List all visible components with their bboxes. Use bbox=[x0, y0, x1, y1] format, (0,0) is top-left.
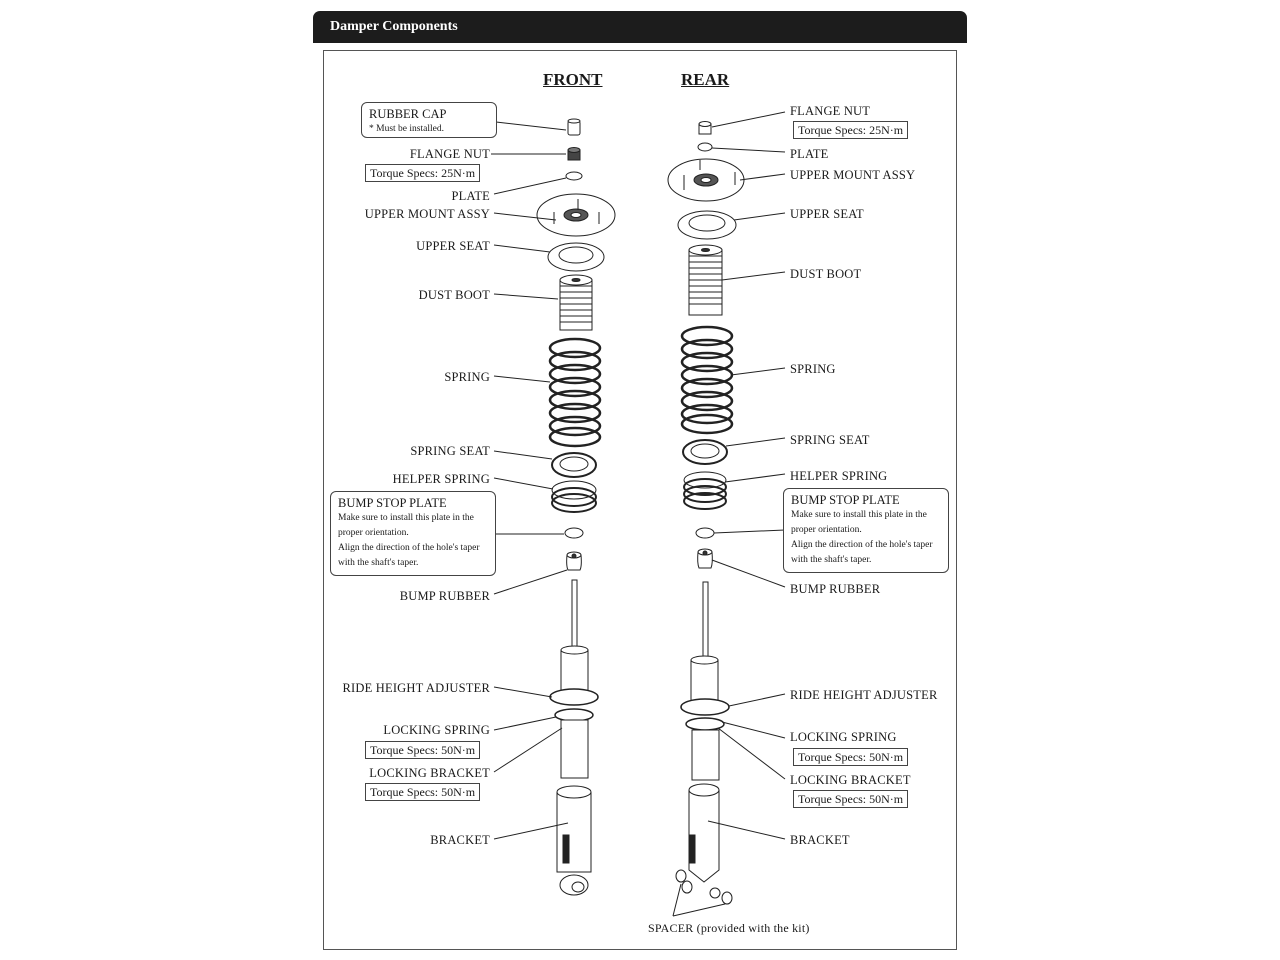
front-helper-spring-label: HELPER SPRING bbox=[392, 472, 490, 486]
rear-plate bbox=[697, 142, 713, 152]
front-heading: FRONT bbox=[543, 70, 603, 89]
rear-bump-stop-title: BUMP STOP PLATE bbox=[791, 493, 900, 507]
front-ride-height-label: RIDE HEIGHT ADJUSTER bbox=[342, 681, 490, 695]
front-flange-nut-label: FLANGE NUT bbox=[409, 147, 490, 161]
rear-dust-boot-label: DUST BOOT bbox=[790, 267, 862, 281]
front-flange-nut bbox=[567, 147, 581, 161]
front-rubber-cap-callout: RUBBER CAP * Must be installed. bbox=[361, 102, 497, 138]
front-bump-stop-line3: Align the direction of the hole's taper bbox=[338, 543, 480, 553]
section-title: Damper Components bbox=[330, 19, 458, 34]
front-dust-boot bbox=[559, 274, 593, 331]
front-upper-seat bbox=[547, 242, 605, 272]
rear-spacers bbox=[675, 869, 733, 905]
front-flange-nut-torque: Torque Specs: 25N·m bbox=[365, 164, 481, 182]
rear-bracket-label: BRACKET bbox=[790, 833, 850, 847]
front-bracket bbox=[556, 785, 592, 896]
rear-spring-seat-label: SPRING SEAT bbox=[790, 433, 870, 447]
front-bump-rubber-label: BUMP RUBBER bbox=[399, 589, 490, 603]
rear-locking-spring-label: LOCKING SPRING bbox=[790, 730, 897, 744]
rear-spring-label: SPRING bbox=[790, 362, 836, 376]
rear-locking-spring-torque: Torque Specs: 50N·m bbox=[793, 748, 909, 766]
front-bump-stop-plate bbox=[564, 527, 584, 539]
front-bump-stop-callout: BUMP STOP PLATE Make sure to install thi… bbox=[330, 491, 496, 576]
rear-spring bbox=[680, 325, 734, 435]
front-plate-label: PLATE bbox=[451, 189, 490, 203]
rear-damper-body bbox=[680, 581, 730, 781]
front-leader-lines bbox=[491, 121, 569, 840]
front-locking-bracket-torque: Torque Specs: 50N·m bbox=[365, 783, 481, 801]
rear-bump-stop-line3: Align the direction of the hole's taper bbox=[791, 540, 933, 550]
rear-upper-seat-label: UPPER SEAT bbox=[790, 207, 864, 221]
front-locking-spring-label: LOCKING SPRING bbox=[383, 723, 490, 737]
front-upper-seat-label: UPPER SEAT bbox=[416, 239, 490, 253]
front-locking-spring-torque: Torque Specs: 50N·m bbox=[365, 741, 481, 759]
front-bump-stop-title: BUMP STOP PLATE bbox=[338, 496, 447, 510]
rear-bump-stop-line2: proper orientation. bbox=[791, 525, 862, 535]
rear-upper-mount-label: UPPER MOUNT ASSY bbox=[790, 168, 916, 182]
rear-locking-bracket-torque: Torque Specs: 50N·m bbox=[793, 790, 909, 808]
rear-flange-nut-torque: Torque Specs: 25N·m bbox=[793, 121, 909, 139]
front-rubber-cap bbox=[567, 118, 581, 136]
front-spring-seat-label: SPRING SEAT bbox=[410, 444, 490, 458]
rear-bracket bbox=[688, 783, 721, 899]
rear-bump-stop-line4: with the shaft's taper. bbox=[791, 555, 872, 565]
rear-heading: REAR bbox=[681, 70, 730, 89]
rear-bump-rubber bbox=[697, 548, 713, 569]
front-bump-stop-line1: Make sure to install this plate in the bbox=[338, 513, 474, 523]
rear-helper-spring-label: HELPER SPRING bbox=[790, 469, 888, 483]
rear-plate-label: PLATE bbox=[790, 147, 829, 161]
rear-dust-boot bbox=[688, 244, 723, 316]
front-spring-label: SPRING bbox=[444, 370, 490, 384]
rear-bump-rubber-label: BUMP RUBBER bbox=[790, 582, 881, 596]
front-spring-seat bbox=[551, 452, 597, 478]
section-header: Damper Components bbox=[313, 11, 967, 43]
front-upper-mount bbox=[536, 193, 616, 237]
front-spring bbox=[548, 337, 602, 448]
rear-bump-stop-line1: Make sure to install this plate in the bbox=[791, 510, 927, 520]
front-dust-boot-label: DUST BOOT bbox=[418, 288, 490, 302]
rear-bump-stop-plate bbox=[695, 527, 715, 539]
front-bump-stop-line2: proper orientation. bbox=[338, 528, 409, 538]
rear-locking-bracket-label: LOCKING BRACKET bbox=[790, 773, 911, 787]
front-upper-mount-label: UPPER MOUNT ASSY bbox=[364, 207, 490, 221]
front-locking-bracket-label: LOCKING BRACKET bbox=[369, 766, 490, 780]
rear-upper-seat bbox=[677, 210, 737, 240]
front-damper-body bbox=[549, 579, 599, 779]
rear-bump-stop-callout: BUMP STOP PLATE Make sure to install thi… bbox=[783, 488, 949, 573]
rear-helper-spring bbox=[683, 471, 727, 510]
rear-flange-nut-label: FLANGE NUT bbox=[790, 104, 871, 118]
rear-spacer-label: SPACER (provided with the kit) bbox=[648, 921, 810, 935]
rear-flange-nut bbox=[698, 121, 712, 135]
front-bump-stop-line4: with the shaft's taper. bbox=[338, 558, 419, 568]
front-bracket-label: BRACKET bbox=[430, 833, 490, 847]
front-rubber-cap-note: * Must be installed. bbox=[369, 124, 444, 134]
front-rubber-cap-label: RUBBER CAP bbox=[369, 107, 447, 121]
front-bump-rubber bbox=[566, 551, 582, 571]
front-plate bbox=[565, 171, 583, 181]
rear-ride-height-label: RIDE HEIGHT ADJUSTER bbox=[790, 688, 938, 702]
rear-spring-seat bbox=[682, 439, 728, 465]
rear-upper-mount bbox=[667, 158, 745, 202]
rear-leader-lines bbox=[672, 111, 786, 917]
front-helper-spring bbox=[551, 480, 597, 513]
